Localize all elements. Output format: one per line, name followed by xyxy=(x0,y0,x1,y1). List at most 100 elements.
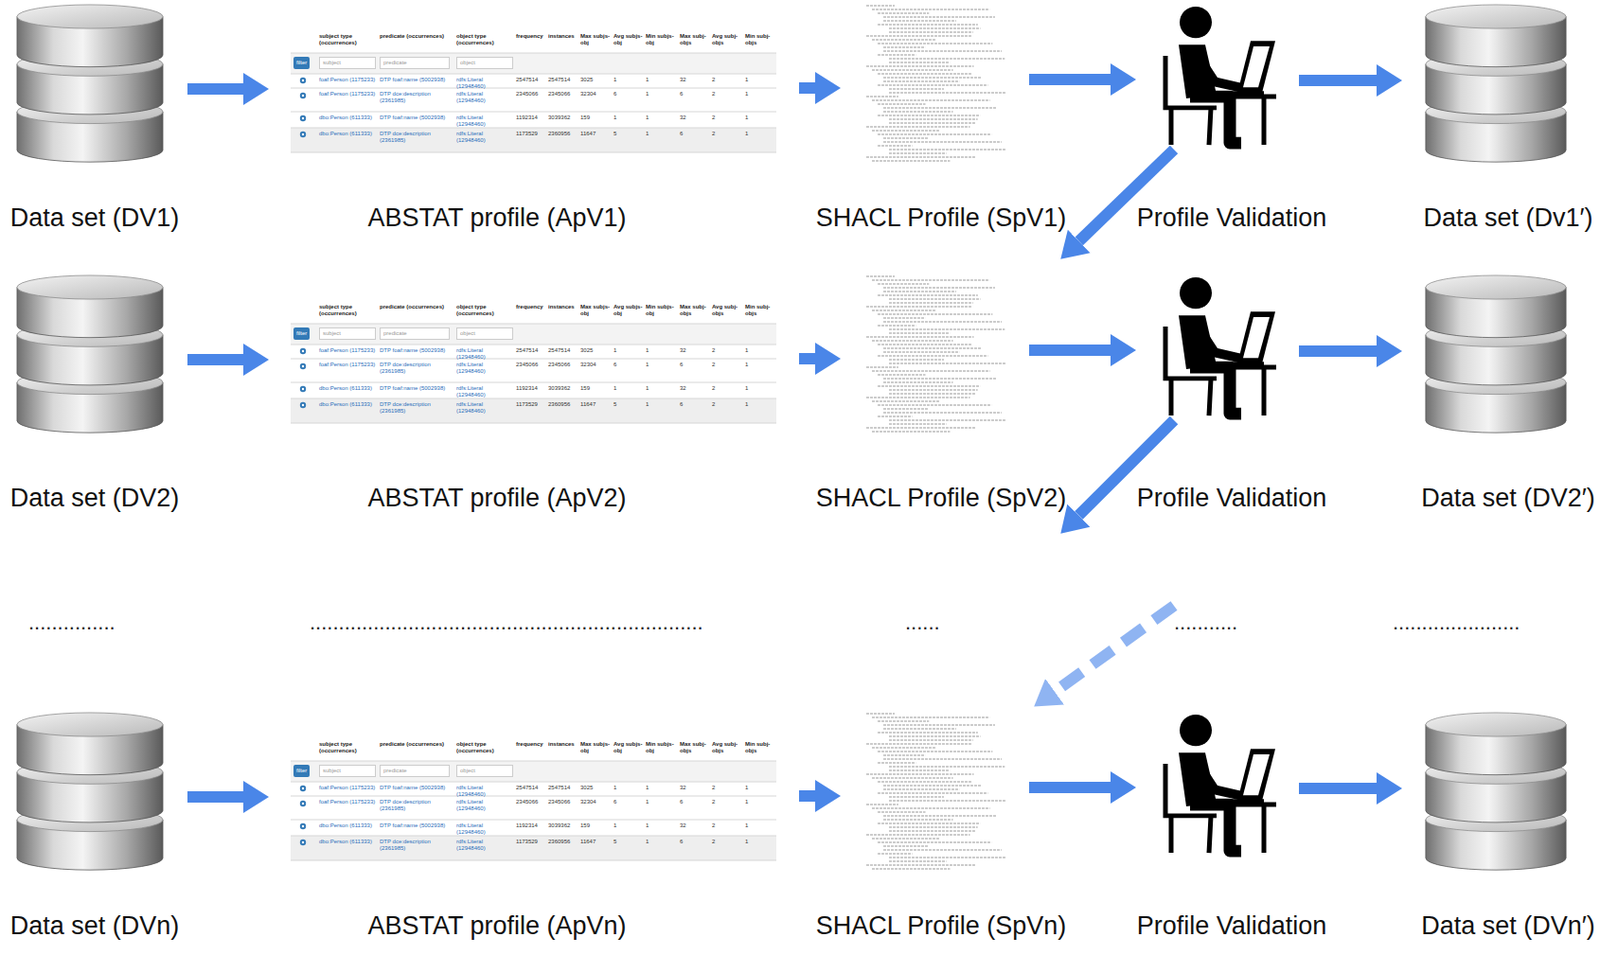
eye-icon xyxy=(300,785,306,792)
table-cell: 2345066 xyxy=(515,90,546,98)
table-cell: rdfs:Literal (12948460) xyxy=(456,401,514,415)
table-cell: 3039362 xyxy=(548,385,578,392)
code-line xyxy=(888,332,950,334)
table-cell: DTP dce:description (2361985) xyxy=(379,799,454,813)
code-line xyxy=(888,118,978,120)
code-line xyxy=(871,160,950,161)
eye-icon xyxy=(300,77,306,84)
table-cell: DTP foaf:name (5002938) xyxy=(379,822,454,830)
code-line xyxy=(871,837,940,839)
eye-pupil xyxy=(302,841,304,844)
table-rule xyxy=(290,53,777,54)
table-cell: 3039362 xyxy=(548,822,578,830)
table-cell: foaf:Person (1175233) xyxy=(319,799,377,806)
eye-icon xyxy=(300,92,306,99)
table-cell: 1 xyxy=(645,401,677,409)
code-line xyxy=(877,841,992,843)
eye-pupil xyxy=(302,133,304,136)
table-cell: 32304 xyxy=(580,90,611,98)
code-line xyxy=(866,426,976,428)
arrow-shaft xyxy=(187,791,244,803)
table-cell: 1 xyxy=(645,361,677,369)
laptop-screen xyxy=(1237,40,1276,93)
table-cell: 1 xyxy=(745,361,773,369)
table-rule xyxy=(290,761,777,763)
code-line xyxy=(866,65,975,67)
table-cell: 1 xyxy=(745,114,773,122)
table-header: instances xyxy=(548,741,578,748)
filter-input: subject xyxy=(319,764,376,778)
code-line xyxy=(883,724,996,726)
person-illustration xyxy=(1157,274,1277,419)
table-rule xyxy=(290,835,777,837)
code-line xyxy=(877,42,993,44)
table-cell: 159 xyxy=(580,114,611,122)
code-line xyxy=(883,784,981,786)
table-cell: 2345066 xyxy=(548,361,578,369)
ellipsis-dots: ........................................… xyxy=(309,610,704,636)
table-cell: rdfs:Literal (12948460) xyxy=(456,90,514,105)
node-label: ABSTAT profile (ApV1) xyxy=(367,202,626,233)
code-line xyxy=(871,129,940,131)
code-line xyxy=(888,830,977,832)
code-line xyxy=(883,758,1002,760)
table-cell: 3025 xyxy=(580,784,611,792)
striped-row xyxy=(290,835,777,861)
table-cell: 2 xyxy=(711,347,743,355)
code-line xyxy=(883,351,960,353)
table-ground xyxy=(290,30,777,156)
table-cell: rdfs:Literal (12948460) xyxy=(456,76,514,90)
code-line xyxy=(888,419,1006,421)
person-head xyxy=(1179,6,1212,38)
table-cell: DTP foaf:name (5002938) xyxy=(379,347,454,355)
table-cell: 1 xyxy=(745,130,773,138)
laptop-base xyxy=(1220,799,1264,803)
table-rule xyxy=(290,73,777,75)
table-rule xyxy=(290,796,777,798)
code-line xyxy=(883,815,996,817)
code-line xyxy=(871,430,950,432)
validation-node: Profile Validation xyxy=(1157,3,1277,148)
flow-arrow xyxy=(1298,788,1377,790)
table-cell: 1 xyxy=(745,838,773,846)
code-line xyxy=(883,137,929,139)
node-label: ABSTAT profile (ApVn) xyxy=(367,910,626,942)
code-line xyxy=(877,114,980,116)
table-cell: 1 xyxy=(613,347,643,355)
code-line xyxy=(877,853,912,854)
table-header: Min subj-objs xyxy=(745,741,773,755)
table-header: object type (occurrences) xyxy=(456,33,514,47)
laptop-display xyxy=(1243,754,1270,796)
person-illustration xyxy=(1157,711,1277,856)
code-line xyxy=(888,389,978,391)
table-cell: 1192314 xyxy=(515,385,546,392)
table-header: Max subjs-obj xyxy=(580,741,611,755)
table-cell: 1 xyxy=(745,385,773,392)
code-line xyxy=(888,856,1006,858)
table-cell: DTP foaf:name (5002938) xyxy=(379,385,454,392)
table-header: Max subj-objs xyxy=(679,303,710,318)
eye-pupil xyxy=(302,94,304,97)
code-line xyxy=(883,110,954,112)
code-line xyxy=(866,125,971,127)
table-cell: 6 xyxy=(613,799,643,806)
table-cell: 2360956 xyxy=(548,130,578,138)
person-arm xyxy=(1197,326,1240,358)
table-cell: foaf:Person (1175233) xyxy=(319,76,377,84)
flow-arrow xyxy=(187,88,244,90)
table-header: Min subj-objs xyxy=(745,33,773,47)
arrow-shaft xyxy=(1029,344,1111,356)
flow-arrow xyxy=(1029,350,1111,352)
table-header: object type (occurrences) xyxy=(456,303,514,318)
person-arm xyxy=(1197,55,1240,88)
table-cell: 32 xyxy=(679,114,710,122)
database-top xyxy=(17,712,163,737)
code-line xyxy=(883,849,1002,851)
node-label: Profile Validation xyxy=(1137,482,1328,514)
table-header: instances xyxy=(548,33,578,40)
code-line xyxy=(866,743,973,745)
table-cell: 2 xyxy=(711,76,743,84)
code-line xyxy=(888,328,1005,330)
laptop-display xyxy=(1243,46,1270,88)
